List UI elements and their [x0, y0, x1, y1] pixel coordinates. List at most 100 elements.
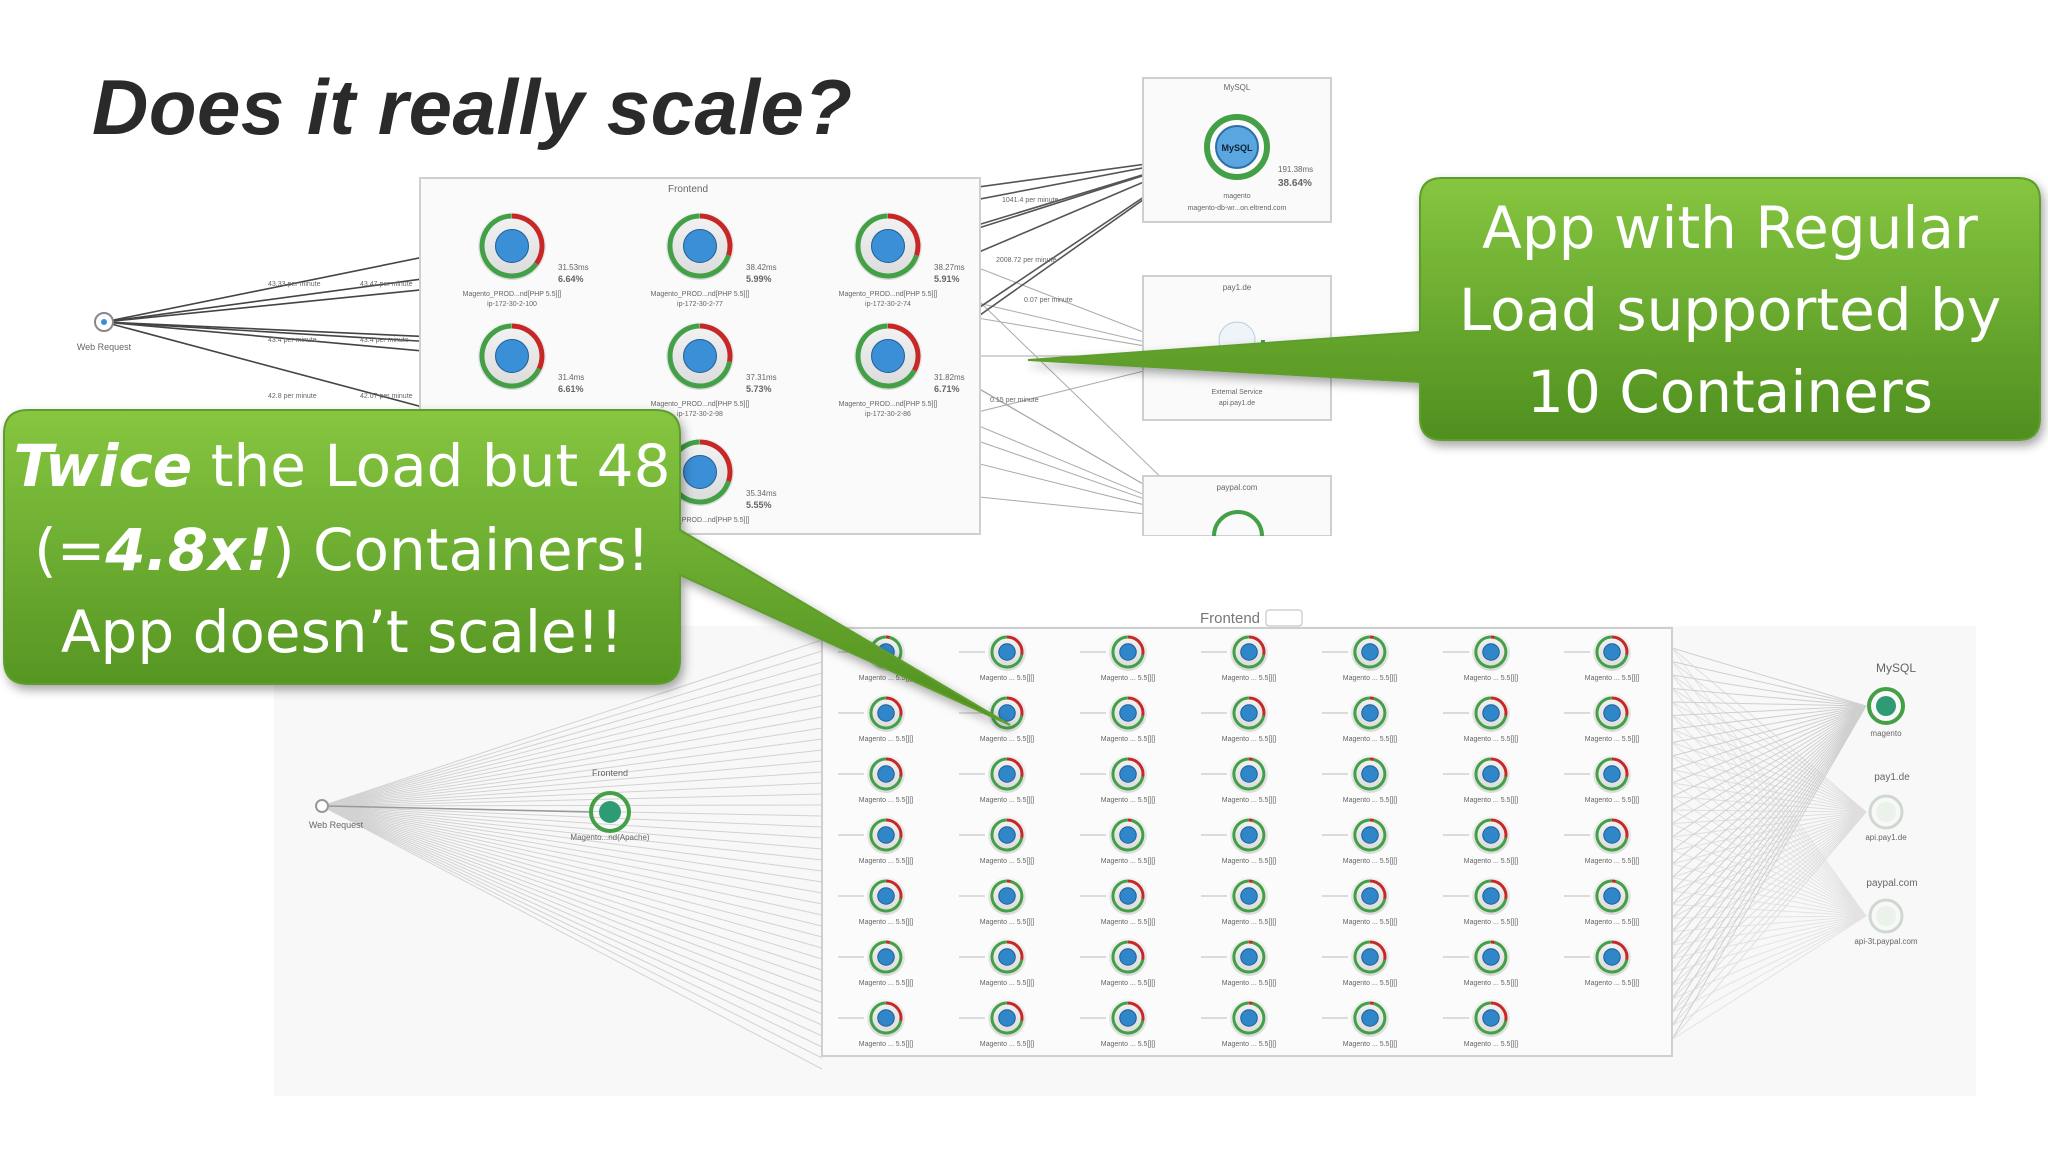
container-8-ring-green [990, 696, 1024, 730]
container-20-node[interactable]: Magento ... 5.5[][] [1564, 755, 1639, 804]
container-15-node[interactable]: Magento ... 5.5[][] [959, 755, 1034, 804]
container-36-node[interactable]: Magento ... 5.5[][] [959, 938, 1034, 987]
container-37-node[interactable]: Magento ... 5.5[][] [1080, 938, 1155, 987]
container-3-ring-green [1232, 635, 1266, 669]
container-35-node[interactable]: Magento ... 5.5[][] [838, 938, 913, 987]
container-5-node[interactable]: Magento ... 5.5[][] [1443, 633, 1518, 682]
container-40-node[interactable]: Magento ... 5.5[][] [1443, 938, 1518, 987]
container-32-label: Magento ... 5.5[][] [1343, 919, 1398, 926]
bottom-fan-mysql-20 [1671, 705, 1867, 919]
container-14-node[interactable]: Magento ... 5.5[][] [838, 755, 913, 804]
bottom-proxy-node[interactable]: Frontend Magento...nd(Apache) [570, 768, 649, 842]
container-4-node[interactable]: Magento ... 5.5[][] [1322, 633, 1397, 682]
container-41-node[interactable]: Magento ... 5.5[][] [1564, 938, 1639, 987]
container-18-node[interactable]: Magento ... 5.5[][] [1322, 755, 1397, 804]
container-25-label: Magento ... 5.5[][] [1343, 858, 1398, 865]
bottom-fan-pay1-24 [1671, 811, 1867, 973]
container-45-node[interactable]: Magento ... 5.5[][] [1201, 999, 1276, 1048]
top-node-6-time: 35.34ms [746, 489, 777, 498]
container-10-ring-red [1248, 696, 1266, 717]
container-8-node[interactable]: Magento ... 5.5[][] [959, 694, 1034, 743]
bottom-proxy-server-icon [599, 801, 621, 823]
container-16-node[interactable]: Magento ... 5.5[][] [1080, 755, 1155, 804]
bottom-mysql-sub: magento [1870, 729, 1902, 738]
top-edge-rate-2: 43.4 per minute [268, 337, 317, 344]
container-10-node[interactable]: Magento ... 5.5[][] [1201, 694, 1276, 743]
top-web-request-node[interactable]: Web Request [77, 312, 132, 352]
bottom-fan-in-25 [321, 805, 823, 916]
container-9-node[interactable]: Magento ... 5.5[][] [1080, 694, 1155, 743]
bottom-fan-paypal-20 [1671, 915, 1867, 919]
container-39-node[interactable]: Magento ... 5.5[][] [1322, 938, 1397, 987]
bottom-web-request-node[interactable]: Web Request [309, 799, 364, 830]
container-26-node[interactable]: Magento ... 5.5[][] [1443, 816, 1518, 865]
bottom-fan-mysql-25 [1671, 705, 1867, 986]
top-service-mysql[interactable]: MySQL MySQL 191.38ms 38.64% magento mage… [1142, 77, 1332, 223]
top-node-2-name: Magento_PROD...nd[PHP 5.5][] [839, 291, 938, 298]
bottom-fan-in-2 [321, 661, 823, 807]
container-24-node[interactable]: Magento ... 5.5[][] [1201, 816, 1276, 865]
container-31-node[interactable]: Magento ... 5.5[][] [1201, 877, 1276, 926]
container-25-node[interactable]: Magento ... 5.5[][] [1322, 816, 1397, 865]
container-0-label: Magento ... 5.5[][] [859, 675, 914, 682]
container-3-node[interactable]: Magento ... 5.5[][] [1201, 633, 1276, 682]
container-44-node[interactable]: Magento ... 5.5[][] [1080, 999, 1155, 1048]
container-17-node[interactable]: Magento ... 5.5[][] [1201, 755, 1276, 804]
top-node-2-ring-green [855, 213, 919, 279]
container-38-node[interactable]: Magento ... 5.5[][] [1201, 938, 1276, 987]
top-node-4-time: 37.31ms [746, 373, 777, 382]
container-27-node[interactable]: Magento ... 5.5[][] [1564, 816, 1639, 865]
container-42-node[interactable]: Magento ... 5.5[][] [838, 999, 913, 1048]
container-2-node[interactable]: Magento ... 5.5[][] [1080, 633, 1155, 682]
top-node-3-ring-green [479, 323, 542, 389]
container-46-node[interactable]: Magento ... 5.5[][] [1322, 999, 1397, 1048]
bottom-web-request-label: Web Request [309, 820, 364, 830]
container-12-node[interactable]: Magento ... 5.5[][] [1443, 694, 1518, 743]
bottom-fan-pay1-15 [1671, 811, 1867, 851]
bottom-service-paypal[interactable]: paypal.com api-3t.paypal.com [1854, 878, 1917, 946]
container-30-node[interactable]: Magento ... 5.5[][] [1080, 877, 1155, 926]
container-47-node[interactable]: Magento ... 5.5[][] [1443, 999, 1518, 1048]
container-19-node[interactable]: Magento ... 5.5[][] [1443, 755, 1518, 804]
top-service-paypal[interactable]: paypal.com [1142, 475, 1332, 537]
bottom-fan-mysql-18 [1671, 705, 1867, 892]
top-edge-in-0 [103, 245, 479, 323]
container-13-node[interactable]: Magento ... 5.5[][] [1564, 694, 1639, 743]
bottom-service-pay1[interactable]: pay1.de api.pay1.de [1865, 772, 1910, 842]
bottom-fan-pay1-18 [1671, 811, 1867, 892]
container-42-label: Magento ... 5.5[][] [859, 1041, 914, 1048]
container-19-server-icon [1482, 765, 1500, 783]
container-47-ring-red [1490, 1001, 1508, 1022]
container-33-node[interactable]: Magento ... 5.5[][] [1443, 877, 1518, 926]
container-27-label: Magento ... 5.5[][] [1585, 858, 1640, 865]
container-21-node[interactable]: Magento ... 5.5[][] [838, 816, 913, 865]
bottom-pay1-external-icon [1876, 802, 1896, 822]
container-28-node[interactable]: Magento ... 5.5[][] [838, 877, 913, 926]
container-15-ring-red [1006, 757, 1024, 778]
bottom-service-mysql[interactable]: MySQL magento [1867, 661, 1916, 738]
container-22-node[interactable]: Magento ... 5.5[][] [959, 816, 1034, 865]
container-11-node[interactable]: Magento ... 5.5[][] [1322, 694, 1397, 743]
container-6-node[interactable]: Magento ... 5.5[][] [1564, 633, 1639, 682]
bottom-fan-paypal-9 [1671, 769, 1867, 917]
container-23-node[interactable]: Magento ... 5.5[][] [1080, 816, 1155, 865]
bottom-fan-paypal-27 [1671, 915, 1867, 1013]
container-33-server-icon [1482, 887, 1500, 905]
container-34-node[interactable]: Magento ... 5.5[][] [1564, 877, 1639, 926]
container-10-label: Magento ... 5.5[][] [1222, 736, 1277, 743]
bottom-fan-in-20 [321, 805, 823, 861]
bottom-fan-mysql-28 [1671, 705, 1867, 1027]
container-43-node[interactable]: Magento ... 5.5[][] [959, 999, 1034, 1048]
container-1-node[interactable]: Magento ... 5.5[][] [959, 633, 1034, 682]
container-7-node[interactable]: Magento ... 5.5[][] [838, 694, 913, 743]
container-29-node[interactable]: Magento ... 5.5[][] [959, 877, 1034, 926]
container-32-node[interactable]: Magento ... 5.5[][] [1322, 877, 1397, 926]
